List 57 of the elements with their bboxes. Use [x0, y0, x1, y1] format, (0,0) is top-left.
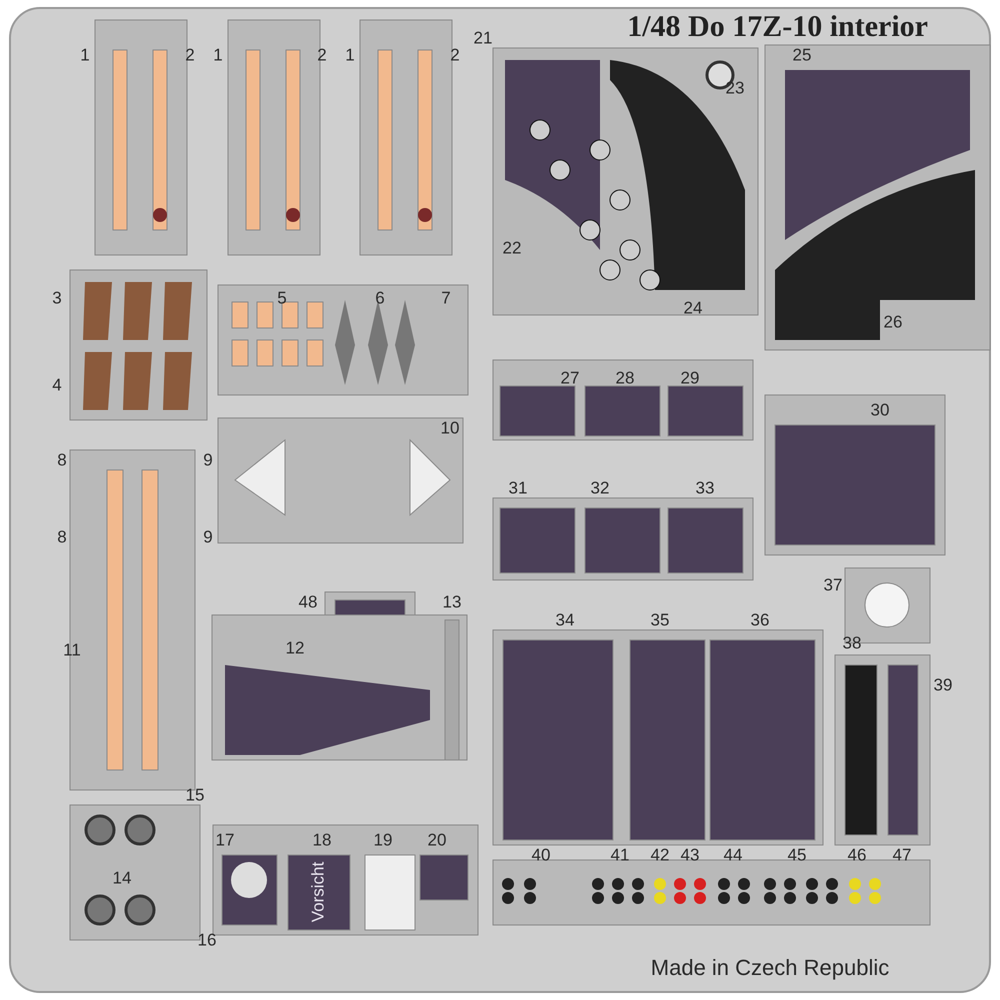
part-number: 45 — [788, 846, 806, 864]
part-number: 38 — [842, 634, 862, 652]
part-number: 22 — [502, 240, 522, 256]
part-number: 48 — [298, 594, 318, 610]
part-number: 14 — [112, 870, 132, 886]
part-number: 13 — [442, 594, 462, 610]
part-number: 21 — [474, 30, 492, 46]
part-number: 18 — [312, 832, 332, 848]
part-number: 6 — [375, 290, 385, 306]
part-number: 24 — [684, 300, 702, 316]
part-number: 2 — [450, 46, 460, 64]
part-number: 42 — [650, 846, 670, 864]
part-number: 9 — [203, 452, 213, 468]
part-number: 36 — [750, 612, 770, 628]
part-number: 2 — [317, 46, 327, 64]
warning-text: Vorsicht — [310, 862, 326, 922]
part-number: 40 — [532, 846, 550, 864]
title: 1/48 Do 17Z-10 interior — [627, 10, 928, 44]
part-number: 1 — [80, 46, 90, 64]
part-number: 37 — [824, 576, 842, 594]
part-number: 26 — [884, 314, 902, 330]
part-number: 23 — [726, 80, 744, 96]
part-number: 27 — [560, 370, 580, 386]
part-number: 32 — [590, 480, 610, 496]
part-number: 41 — [610, 846, 630, 864]
part-number: 47 — [892, 846, 912, 864]
part-number: 11 — [63, 642, 81, 658]
part-number: 31 — [508, 480, 528, 496]
part-number: 43 — [680, 846, 700, 864]
part-number: 35 — [650, 612, 670, 628]
part-number: 15 — [186, 786, 204, 804]
part-number: 39 — [934, 676, 952, 694]
part-number: 28 — [616, 370, 634, 386]
part-number: 19 — [374, 832, 392, 848]
part-number: 8 — [57, 452, 67, 468]
part-number: 30 — [870, 402, 890, 418]
part-number: 7 — [441, 290, 451, 306]
part-number: 44 — [724, 846, 742, 864]
part-number: 17 — [216, 832, 234, 848]
part-number: 29 — [680, 370, 700, 386]
part-number: 1 — [345, 46, 355, 64]
part-number: 25 — [792, 46, 812, 64]
part-number: 20 — [428, 832, 446, 848]
part-number: 8 — [57, 528, 67, 546]
part-number: 4 — [52, 376, 62, 394]
part-number: 9 — [203, 528, 213, 546]
part-number: 33 — [696, 480, 714, 496]
part-number: 16 — [198, 932, 216, 948]
part-number: 2 — [185, 46, 195, 64]
part-number: 34 — [556, 612, 574, 628]
part-number: 3 — [52, 290, 62, 306]
part-number: 10 — [440, 420, 460, 436]
part-number: 12 — [286, 640, 304, 656]
part-number: 1 — [213, 46, 223, 64]
part-number: 5 — [277, 290, 287, 306]
origin-note: Made in Czech Republic — [650, 957, 890, 979]
part-number: 46 — [848, 846, 866, 864]
